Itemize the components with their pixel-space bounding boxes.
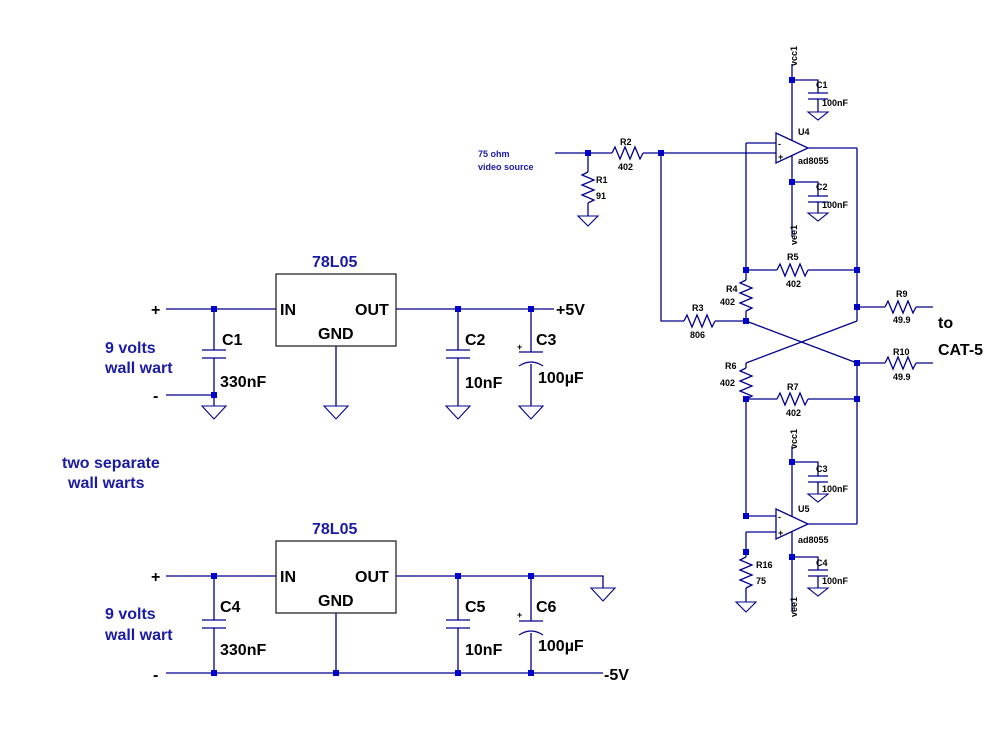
note-line1: two separate bbox=[62, 455, 160, 472]
c6-value: 100µF bbox=[538, 638, 584, 655]
pin-in-label-bottom: IN bbox=[280, 569, 296, 586]
pin-gnd-label-bottom: GND bbox=[318, 593, 354, 610]
c5-label: C5 bbox=[465, 599, 486, 616]
r6-value: 402 bbox=[720, 378, 735, 388]
output-line1: to bbox=[938, 315, 953, 332]
c5-value: 10nF bbox=[465, 642, 503, 659]
regulator-bottom-circuit: 78L05 IN OUT GND + - C4 330nF C5 10nF C6… bbox=[104, 521, 629, 684]
c3-label: C3 bbox=[536, 332, 557, 349]
c1-value: 330nF bbox=[220, 374, 266, 391]
input-minus: - bbox=[153, 388, 158, 405]
driver-circuit: 75 ohm video source R2 402 R1 91 vcc1 ve… bbox=[478, 46, 983, 617]
u5-label: U5 bbox=[798, 504, 810, 514]
r5-label: R5 bbox=[787, 252, 799, 262]
vee-bottom-label: vee1 bbox=[789, 597, 799, 617]
r9-value: 49.9 bbox=[893, 315, 911, 325]
c4-driver-value: 100nF bbox=[822, 576, 849, 586]
u4-part: ad8055 bbox=[798, 156, 829, 166]
c3-value: 100µF bbox=[538, 370, 584, 387]
r4-value: 402 bbox=[720, 297, 735, 307]
vcc-top-label: vcc1 bbox=[789, 46, 799, 66]
input-plus: + bbox=[151, 302, 160, 319]
c2-label: C2 bbox=[465, 332, 486, 349]
source-bottom-line2: wall wart bbox=[104, 627, 173, 644]
c2-driver-value: 100nF bbox=[822, 200, 849, 210]
r2-label: R2 bbox=[620, 137, 632, 147]
r16-label: R16 bbox=[756, 560, 773, 570]
video-source-line2: video source bbox=[478, 162, 534, 172]
u4-minus: - bbox=[778, 139, 781, 149]
r7-value: 402 bbox=[786, 408, 801, 418]
vee-top-label: vee1 bbox=[789, 225, 799, 245]
r7-label: R7 bbox=[787, 382, 799, 392]
c3-driver-label: C3 bbox=[816, 464, 828, 474]
c3-plus-sign: + bbox=[517, 342, 522, 352]
c1-label: C1 bbox=[222, 332, 243, 349]
minus5v-rail-label: -5V bbox=[604, 667, 629, 684]
u4-label: U4 bbox=[798, 127, 810, 137]
vcc-bottom-label: vcc1 bbox=[789, 429, 799, 449]
input-plus-bottom: + bbox=[151, 569, 160, 586]
r2-value: 402 bbox=[618, 162, 633, 172]
source-top-line1: 9 volts bbox=[105, 340, 156, 357]
pin-out-label: OUT bbox=[355, 302, 389, 319]
r6-label: R6 bbox=[725, 361, 737, 371]
input-minus-bottom: - bbox=[153, 667, 158, 684]
u5-plus: + bbox=[778, 528, 783, 538]
source-top-line2: wall wart bbox=[104, 360, 173, 377]
regulator-top-label: 78L05 bbox=[312, 254, 357, 271]
c2-value: 10nF bbox=[465, 375, 503, 392]
c2-driver-label: C2 bbox=[816, 182, 828, 192]
pin-out-label-bottom: OUT bbox=[355, 569, 389, 586]
regulator-top-circuit: 78L05 IN OUT GND + - C1 330nF C2 10nF C3… bbox=[104, 254, 585, 420]
c4-driver-label: C4 bbox=[816, 558, 828, 568]
r10-label: R10 bbox=[893, 347, 910, 357]
r16-value: 75 bbox=[756, 576, 766, 586]
c3-driver-value: 100nF bbox=[822, 484, 849, 494]
pin-gnd-label: GND bbox=[318, 326, 354, 343]
c4-value: 330nF bbox=[220, 642, 266, 659]
video-source-line1: 75 ohm bbox=[478, 149, 510, 159]
r1-value: 91 bbox=[596, 191, 606, 201]
u5-minus: - bbox=[778, 512, 781, 522]
r10-value: 49.9 bbox=[893, 372, 911, 382]
c6-plus-sign: + bbox=[517, 610, 522, 620]
c1-driver-value: 100nF bbox=[822, 98, 849, 108]
c4-label: C4 bbox=[220, 599, 241, 616]
r9-label: R9 bbox=[896, 289, 908, 299]
r1-label: R1 bbox=[596, 175, 608, 185]
r5-value: 402 bbox=[786, 279, 801, 289]
u4-plus: + bbox=[778, 152, 783, 162]
output-line2: CAT-5 bbox=[938, 342, 983, 359]
source-bottom-line1: 9 volts bbox=[105, 606, 156, 623]
c6-label: C6 bbox=[536, 599, 557, 616]
u5-part: ad8055 bbox=[798, 535, 829, 545]
r3-label: R3 bbox=[692, 303, 704, 313]
r4-label: R4 bbox=[726, 284, 738, 294]
plus5v-rail-label: +5V bbox=[556, 302, 585, 319]
pin-in-label: IN bbox=[280, 302, 296, 319]
c1-driver-label: C1 bbox=[816, 80, 828, 90]
r3-value: 806 bbox=[690, 330, 705, 340]
regulator-bottom-label: 78L05 bbox=[312, 521, 357, 538]
note-line2: wall warts bbox=[67, 475, 145, 492]
